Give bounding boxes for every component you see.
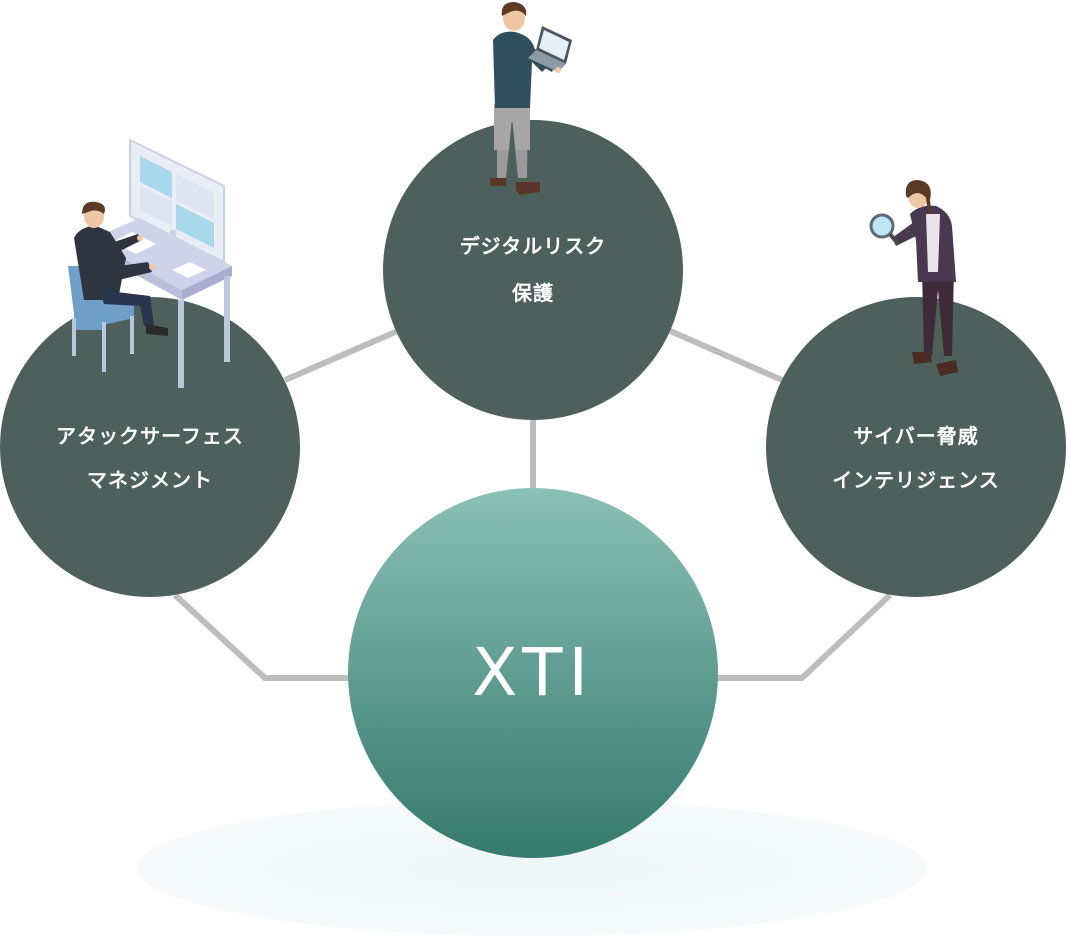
node-left-label-line1: アタックサーフェス [56,424,244,448]
center-circle [348,488,718,858]
connector-right-center [716,592,893,681]
node-digital-risk-protection: デジタルリスク 保護 [383,120,683,420]
node-top-label-line1: デジタルリスク [460,234,607,258]
node-attack-surface-management: アタックサーフェス マネジメント [0,297,300,597]
person-with-laptop-icon [490,2,572,195]
node-right-label-line1: サイバー脅威 [853,424,979,448]
person-with-magnifier-icon [869,180,958,376]
person-at-desk-icon [68,138,232,388]
connector-left-center [172,592,350,681]
node-circle-right [766,297,1066,597]
connector-top-left [283,327,402,383]
node-top-label-line2: 保護 [511,281,554,305]
node-xti-center: XTI [348,488,718,858]
node-circle-top [383,120,683,420]
node-left-label-line2: マネジメント [87,468,213,492]
connectors [172,327,893,681]
connector-top-right [666,327,784,383]
ground-shadow [137,800,927,936]
center-label: XTI [472,634,594,711]
node-cyber-threat-intelligence: サイバー脅威 インテリジェンス [766,297,1066,597]
node-circle-left [0,297,300,597]
node-right-label-line2: インテリジェンス [832,468,1000,492]
